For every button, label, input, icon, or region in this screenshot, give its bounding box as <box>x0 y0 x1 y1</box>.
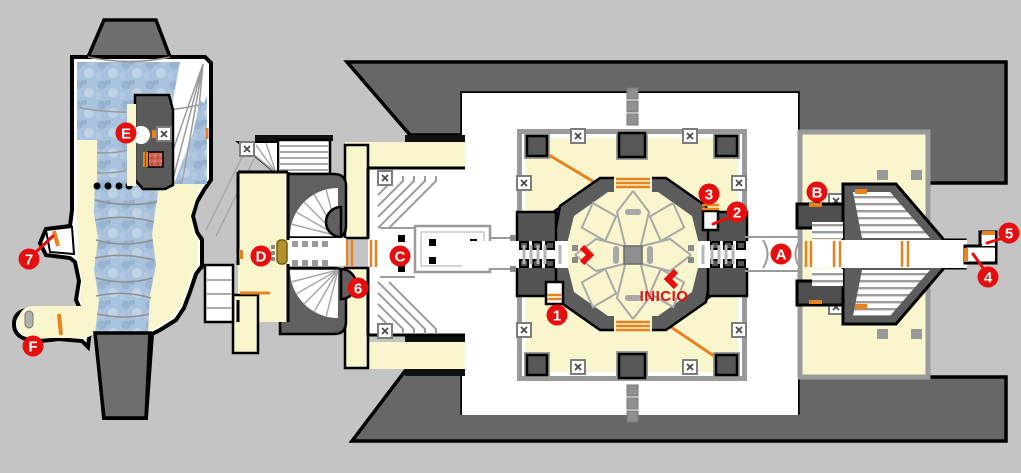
door-tick-icon <box>855 304 867 309</box>
map-marker-A: A <box>770 243 792 265</box>
x-box-icon <box>516 322 532 338</box>
marker-label: B <box>812 185 823 202</box>
map-marker-1: 1 <box>546 304 568 326</box>
door-track-dots <box>510 235 694 272</box>
marker-label: 3 <box>705 187 713 204</box>
crenellated-walls <box>515 210 749 298</box>
walkway-dots <box>626 87 639 423</box>
east-wing <box>745 182 998 326</box>
room-pillars <box>524 130 740 381</box>
switch-icon <box>147 151 164 168</box>
map-marker-4: 4 <box>971 252 999 288</box>
spiral-stairs <box>205 135 358 336</box>
x-box-icon <box>156 126 172 142</box>
door-tick-icon <box>52 230 60 247</box>
route-arrow-icon <box>579 244 595 266</box>
map-marker-E: E <box>115 122 137 144</box>
door-tick-icon <box>809 203 822 207</box>
corridor-steps <box>522 245 735 264</box>
x-box-icon <box>516 175 532 191</box>
map-marker-2: 2 <box>711 201 748 226</box>
marker-label: A <box>776 247 787 264</box>
marker-pointer-line <box>35 234 55 253</box>
trigger-line <box>548 153 595 184</box>
start-facing-arrow-icon <box>663 268 679 290</box>
marker-circle <box>18 248 40 270</box>
x-box-icon <box>731 322 747 338</box>
chamber-e <box>127 93 209 191</box>
marker-circle <box>22 335 44 357</box>
trigger-line <box>670 325 715 358</box>
marker-circle <box>250 245 272 267</box>
marker-label: 5 <box>1005 226 1013 243</box>
arrows-layer <box>579 244 679 290</box>
markers-layer: 1 2 3 4 5 6 7 A B C D E F <box>18 122 1020 357</box>
marker-circle <box>977 266 999 288</box>
door-lines-icon <box>804 241 910 267</box>
marker-pointer-line <box>711 216 730 226</box>
map-marker-5: 5 <box>985 222 1020 245</box>
star-bars <box>613 209 653 301</box>
door-arc-icon <box>794 239 801 269</box>
item-sprite-icon <box>276 239 288 265</box>
x-box-icon <box>731 175 747 191</box>
door-lines-icon <box>616 177 650 332</box>
center-pedestal <box>623 245 643 265</box>
marker-pointer-line <box>985 237 1002 245</box>
marker-label: E <box>121 126 131 143</box>
map-marker-6: 6 <box>347 277 369 299</box>
star-pattern <box>574 190 692 320</box>
marker-circle <box>389 245 411 267</box>
east-corridor <box>812 240 967 268</box>
door-arc-icon <box>762 239 769 269</box>
marker-circle <box>347 277 369 299</box>
marker-label: 2 <box>733 205 741 222</box>
door-tick-icon <box>57 313 63 336</box>
door-tick-icon <box>855 189 867 194</box>
alcove-1 <box>544 280 565 306</box>
marker-circle <box>770 243 792 265</box>
x-box-icon <box>682 128 698 144</box>
south-tunnel <box>93 331 152 420</box>
x-box-icon <box>239 141 255 157</box>
map-marker-F: F <box>22 335 44 357</box>
map-marker-D: D <box>250 245 272 267</box>
door-tick-icon <box>152 130 157 138</box>
door-tick-icon <box>982 231 995 235</box>
marker-circle <box>115 122 137 144</box>
marker-label: 4 <box>984 270 993 287</box>
door-tick-icon <box>964 248 968 262</box>
marker-label: 1 <box>553 308 561 325</box>
pillar-icon <box>24 310 34 329</box>
map-marker-3: 3 <box>698 183 720 205</box>
marker-circle <box>546 304 568 326</box>
marker-pointer-line <box>971 252 985 270</box>
marker-circle <box>806 181 828 203</box>
octagon-chamber <box>462 176 798 332</box>
marker-label: C <box>395 249 406 266</box>
x-box-icon <box>377 323 393 339</box>
marker-label: F <box>28 339 37 356</box>
x-box-icon <box>682 359 698 375</box>
marker-label: 6 <box>354 281 362 298</box>
door-tick-icon <box>239 250 243 259</box>
marker-label: 7 <box>25 252 33 269</box>
marker-circle <box>998 222 1020 244</box>
door-tick-icon <box>809 300 822 304</box>
map-marker-C: C <box>389 245 411 267</box>
x-box-icon <box>377 170 393 186</box>
alcove-2 <box>701 209 720 232</box>
north-tunnel <box>85 18 173 59</box>
x-box-icon <box>570 128 586 144</box>
marker-circle <box>726 201 748 223</box>
x-box-icon <box>570 359 586 375</box>
marker-circle <box>698 183 720 205</box>
map-marker-7: 7 <box>18 234 55 270</box>
start-label: INICIO <box>640 288 689 305</box>
marker-label: D <box>256 249 267 266</box>
map-marker-B: B <box>806 181 828 203</box>
